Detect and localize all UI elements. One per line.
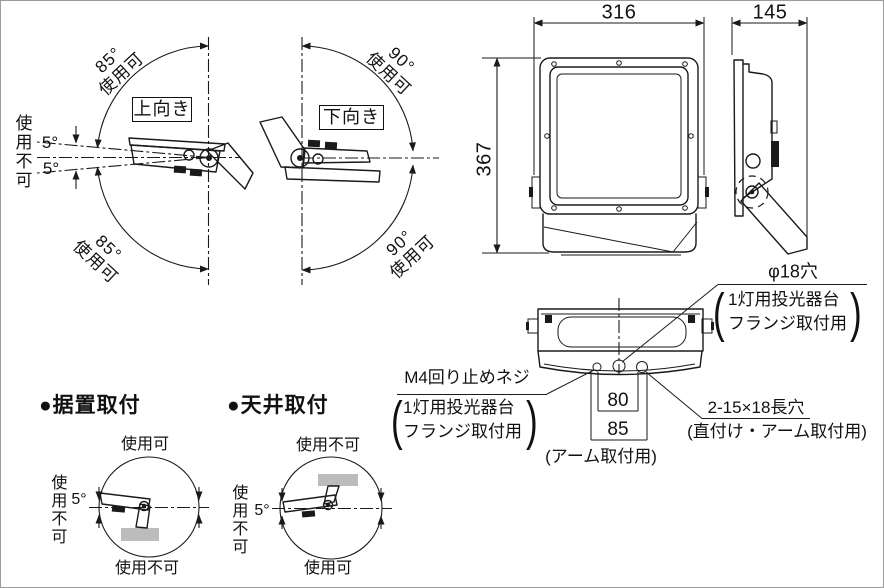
dim-145: [731, 17, 808, 243]
screw-note-line2: フランジ取付用: [403, 422, 522, 441]
dim-pitch-inner: 80: [607, 390, 629, 412]
up-direction-box: 上向き: [132, 97, 192, 122]
ceiling-bottom-label: 使用可: [303, 559, 353, 577]
pedestal-angle: 5°: [71, 490, 87, 508]
dim-316: [533, 17, 705, 175]
slot-hole: [636, 361, 648, 373]
fixture-ceiling: [282, 485, 340, 518]
dim-front-width: 316: [601, 1, 637, 24]
pedestal-bottom-label: 使用不可: [114, 559, 180, 577]
front-view-lineart: [482, 17, 709, 256]
frame-screws: [544, 60, 694, 212]
callout-leaders: [397, 284, 867, 419]
side-view-lineart: [731, 17, 808, 255]
dim-80-85: [590, 372, 648, 441]
screw-paren-open: (: [391, 391, 403, 451]
fixture-pedestal: [99, 492, 151, 529]
hole-note-line2: フランジ取付用: [728, 314, 847, 333]
fixture-down-sideview: [259, 116, 381, 183]
ceiling-mount-lineart: [272, 456, 392, 560]
hole-paren-close: ): [850, 283, 862, 343]
dim-367: [482, 57, 549, 254]
slot-callout-note: (直付け・アーム取付用): [687, 422, 867, 442]
dim-front-height: 367: [473, 141, 496, 177]
ceiling-mount-title: ●天井取付: [227, 394, 329, 417]
upper-85-arc: [94, 42, 209, 149]
dim-side-depth: 145: [752, 1, 788, 24]
up-dead-zone-label: 使用不可: [12, 114, 32, 190]
down-direction-box: 下向き: [319, 105, 384, 130]
m4-screw-hole: [592, 362, 602, 372]
up-dead-lower-angle: 5°: [42, 159, 60, 179]
up-dead-upper-angle: 5°: [41, 133, 59, 153]
ceiling-surface: [318, 474, 358, 486]
upper-90-arc: [301, 42, 416, 152]
lower-90-arc: [301, 164, 416, 274]
ceiling-angle: 5°: [254, 501, 270, 519]
hole-paren-open: (: [713, 283, 725, 343]
fixture-up-sideview: [128, 137, 254, 190]
slot-callout-title: 2-15×18長穴: [707, 398, 805, 418]
floor-surface: [121, 528, 159, 541]
pedestal-mount-title: ●据置取付: [39, 394, 141, 417]
hole-note-line1: 1灯用投光器台: [728, 290, 840, 309]
lower-85-arc: [94, 166, 209, 273]
up-diagram-lineart: [36, 37, 254, 285]
pedestal-mount-lineart: [89, 456, 209, 558]
screw-paren-close: ): [526, 391, 538, 451]
phi18-hole: [612, 359, 626, 373]
pedestal-side-label: 使用不可: [48, 474, 66, 546]
screw-callout-title: M4回り止めネジ: [404, 368, 530, 388]
bottom-view-lineart: [397, 284, 867, 441]
hole-callout-title: φ18穴: [768, 261, 818, 282]
down-diagram-lineart: [259, 37, 439, 285]
dim-pitch-outer: 85: [607, 419, 629, 441]
screw-note-line1: 1灯用投光器台: [403, 398, 515, 417]
dim-pitch-note: (アーム取付用): [545, 447, 657, 467]
ceiling-top-label: 使用不可: [295, 436, 361, 454]
pedestal-top-label: 使用可: [120, 435, 170, 453]
ceiling-side-label: 使用不可: [229, 484, 247, 556]
